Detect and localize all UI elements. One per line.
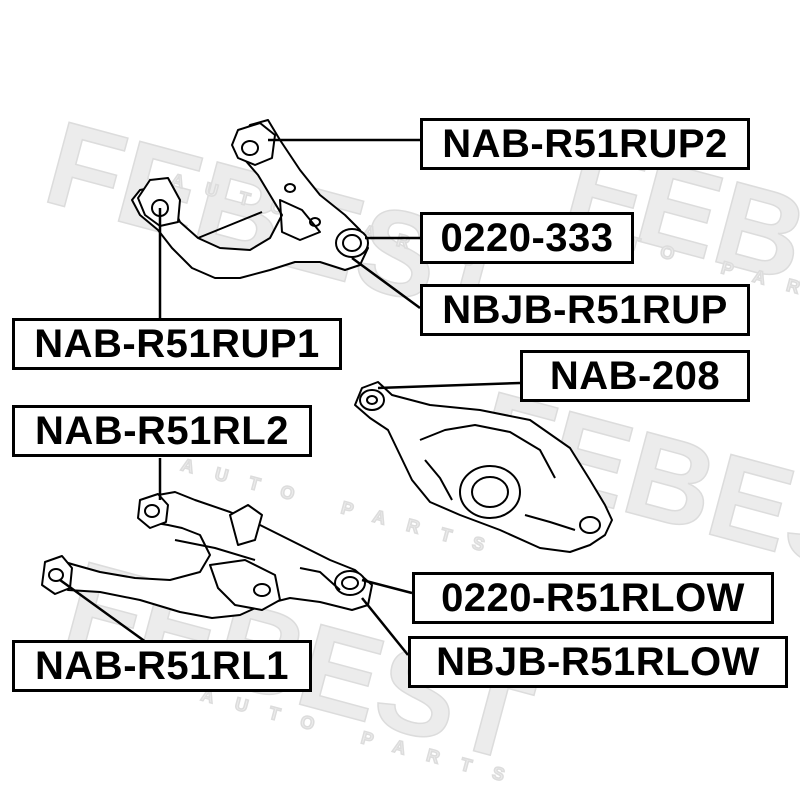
leader-lines	[59, 138, 521, 656]
label-nab-r51rup1[interactable]: NAB-R51RUP1	[12, 318, 342, 370]
leader-nab-r51rl1	[59, 578, 151, 647]
label-nab-r51rl2[interactable]: NAB-R51RL2	[12, 405, 312, 457]
spring-link	[354, 381, 613, 553]
leader-nbjb-r51rlow	[361, 597, 409, 656]
label-nab-r51rup2[interactable]: NAB-R51RUP2	[420, 118, 750, 170]
label-0220-333[interactable]: 0220-333	[420, 212, 634, 264]
upper-control-arm	[131, 119, 369, 279]
leader-nab-208	[377, 381, 521, 390]
label-nbjb-r51rup[interactable]: NBJB-R51RUP	[420, 284, 750, 336]
link-bushing-rear	[579, 516, 601, 534]
label-nab-r51rl1[interactable]: NAB-R51RL1	[12, 640, 312, 692]
label-0220-r51rlow[interactable]: 0220-R51RLOW	[412, 572, 774, 624]
leader-nbjb-r51rup	[351, 256, 421, 310]
leader-0220-r51rlow	[361, 578, 413, 595]
label-nbjb-r51rlow[interactable]: NBJB-R51RLOW	[408, 636, 788, 688]
label-nab-208[interactable]: NAB-208	[520, 350, 750, 402]
